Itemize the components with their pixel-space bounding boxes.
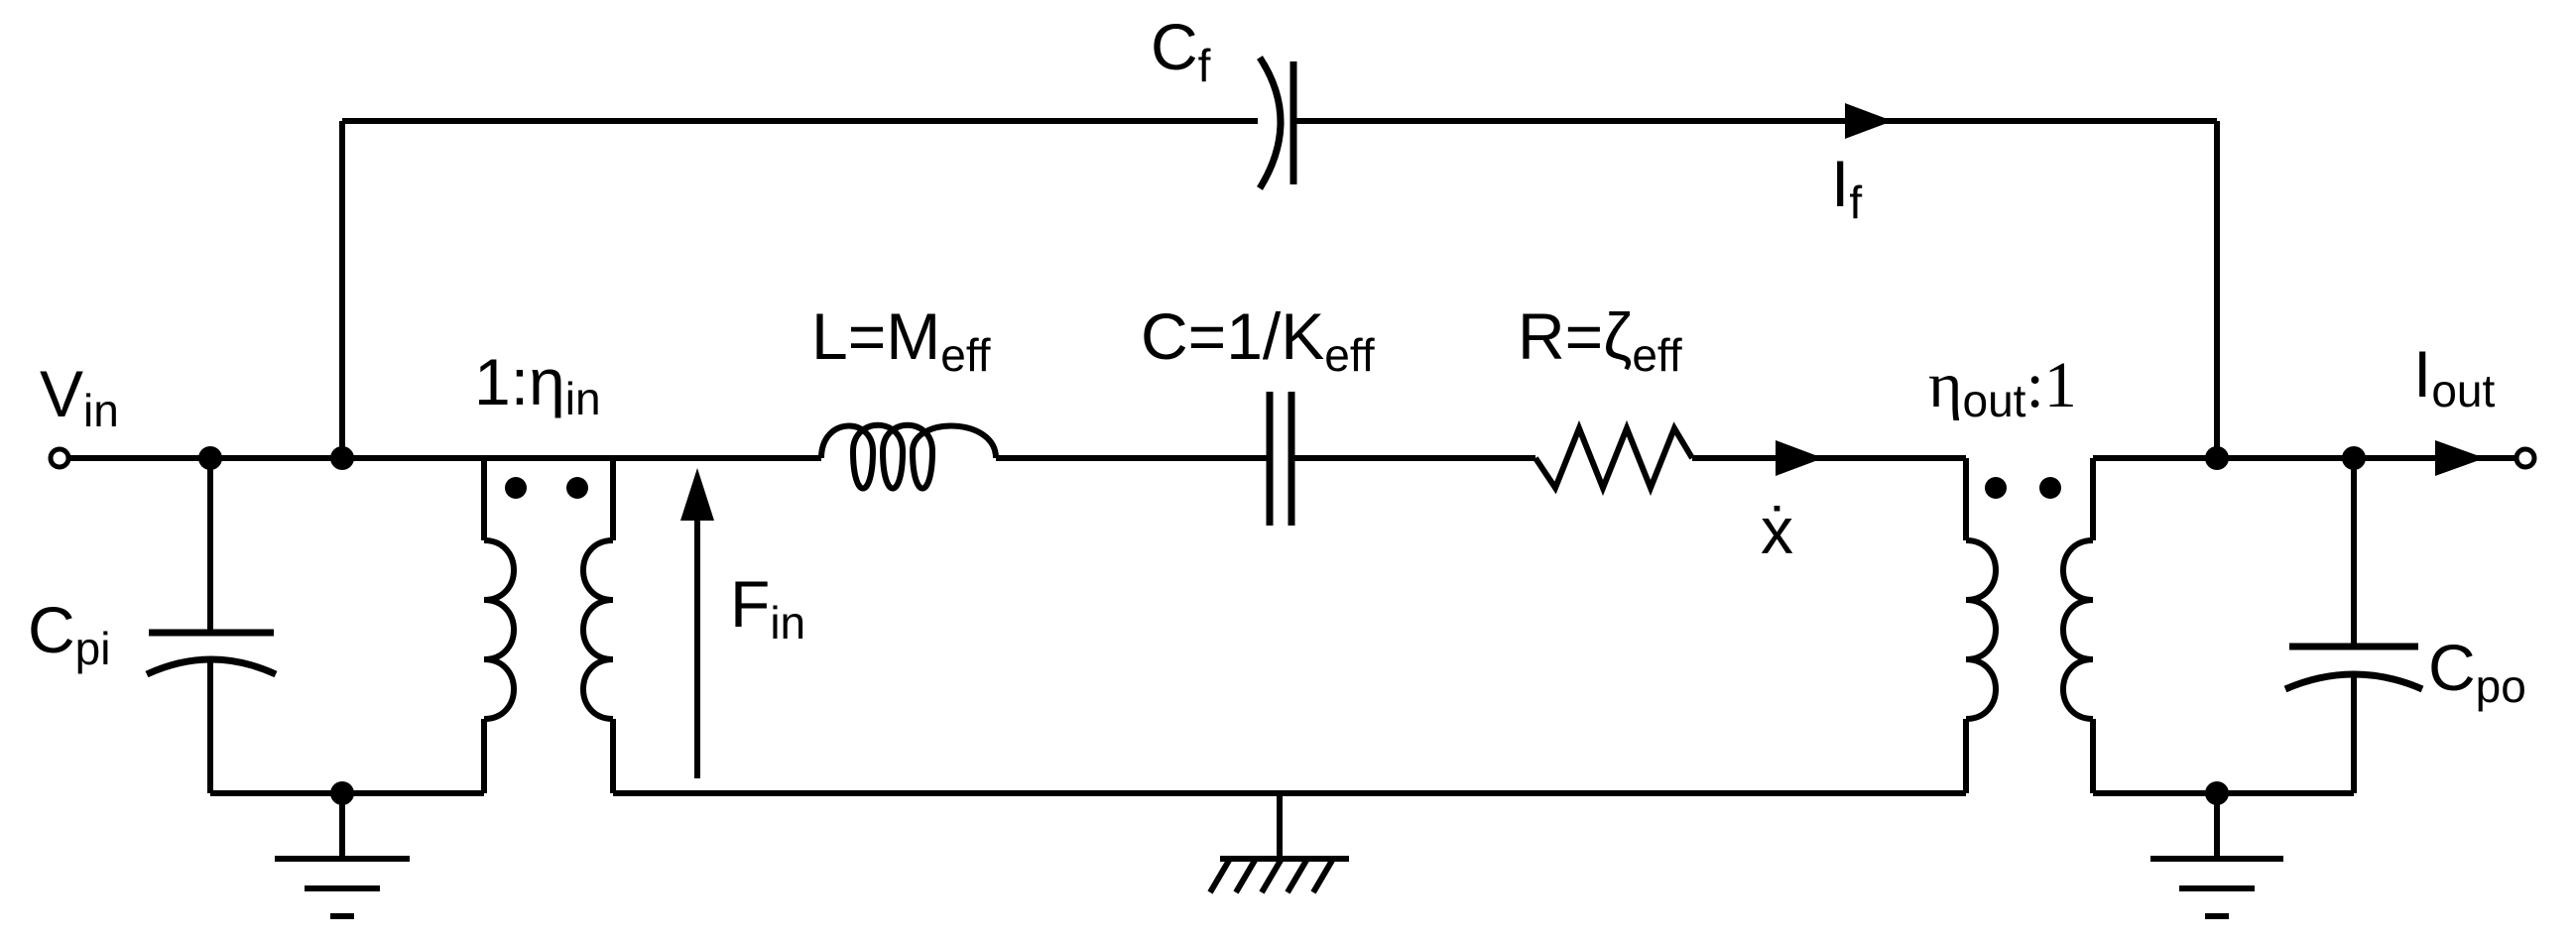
if-arrow <box>1845 103 1893 139</box>
inductor-l <box>818 421 999 492</box>
mechanical-ground-hatch <box>1310 857 1336 894</box>
mechanical-ground-hatch <box>1207 857 1233 894</box>
resonator-section <box>566 392 2007 894</box>
mechanical-ground-hatch <box>1285 857 1310 894</box>
out-primary-coil <box>1965 537 1999 722</box>
resistor-label: R=ζeff <box>1518 299 1682 381</box>
velocity-label: ẋ <box>1761 494 1793 567</box>
iout-label: Iout <box>2413 337 2496 416</box>
mechanical-ground-hatch <box>1259 857 1285 894</box>
xdot-arrow <box>1776 440 1823 476</box>
secondary-coil <box>580 537 614 722</box>
cf-label: Cf <box>1151 10 1211 91</box>
if-label: If <box>1831 147 1862 228</box>
output-section <box>2039 440 2537 919</box>
polarity-dot <box>1985 477 2007 499</box>
polarity-dot <box>505 477 527 499</box>
polarity-dot <box>2039 477 2061 499</box>
resistor-r <box>1533 419 1695 497</box>
iout-arrow <box>2435 440 2485 476</box>
primary-coil <box>483 537 517 722</box>
output-terminal <box>2514 446 2537 470</box>
vin-label: Vin <box>40 357 119 436</box>
inductor-label: L=Meff <box>811 299 991 381</box>
capacitor-label: C=1/Keff <box>1141 299 1375 381</box>
cf-left-plate <box>1257 56 1285 190</box>
mechanical-ground-hatch <box>1233 857 1259 894</box>
turns-ratio-out-label: ηout:1 <box>1928 349 2077 426</box>
polarity-dot <box>566 477 588 499</box>
cpi-label: Cpi <box>28 593 110 674</box>
out-secondary-coil <box>2060 537 2094 722</box>
fin-label: Fin <box>730 567 805 648</box>
turns-ratio-in-label: 1:ηin <box>474 345 601 424</box>
feedthrough-path <box>339 56 2220 458</box>
fin-arrow-head <box>680 468 714 521</box>
cpo-label: Cpo <box>2428 631 2526 712</box>
cpo-bottom-plate <box>2283 670 2424 693</box>
vin-terminal <box>48 446 71 470</box>
input-section <box>48 446 615 919</box>
